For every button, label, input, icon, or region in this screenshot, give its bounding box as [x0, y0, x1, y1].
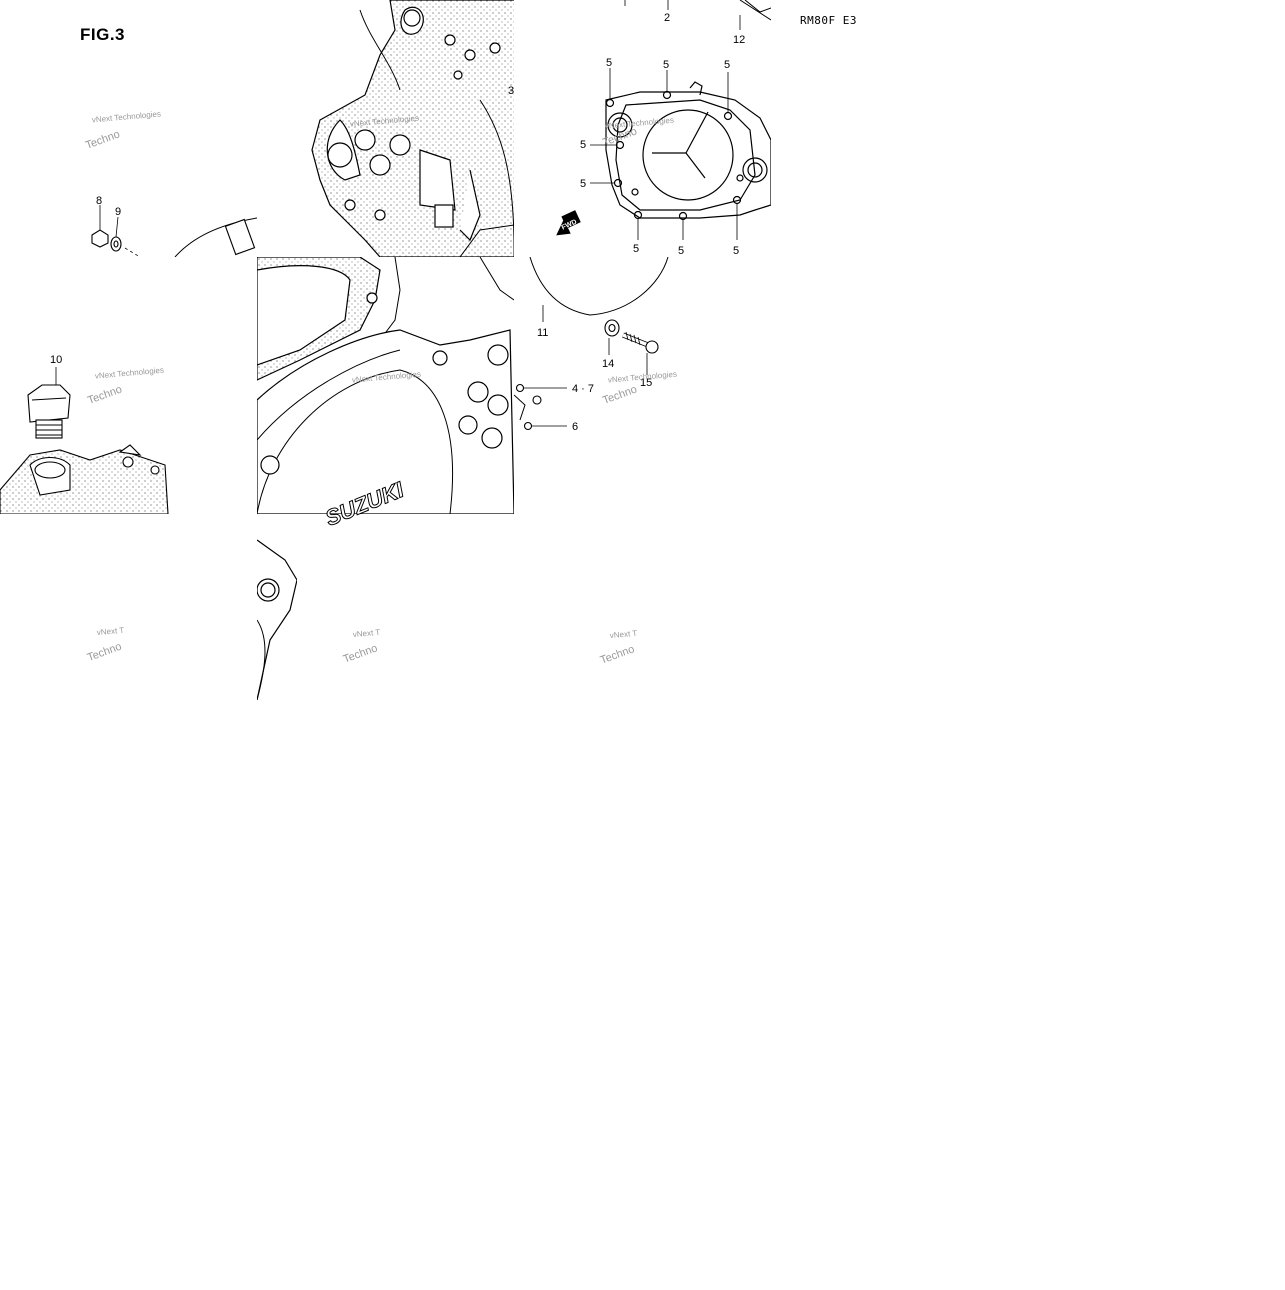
clutch-cover-partial [257, 539, 297, 701]
watermark-text: Techno [86, 383, 123, 406]
callout-10: 10 [50, 354, 62, 366]
model-code: RM80F E3 [800, 14, 857, 27]
watermark-text: vNext T [609, 629, 637, 640]
watermark-text: Techno [342, 642, 379, 665]
watermark-text: vNext T [96, 626, 124, 637]
callout-5: 5 [724, 59, 730, 71]
oil-filler-cap [0, 367, 169, 514]
callout-5: 5 [606, 57, 612, 69]
cover-gasket-and-fasteners [514, 257, 669, 431]
callout-5: 5 [633, 243, 639, 255]
generator-cover [556, 0, 771, 240]
callout-14: 14 [602, 358, 614, 370]
clutch-cover [257, 257, 514, 514]
callout-5: 5 [733, 245, 739, 257]
callout-5: 5 [678, 245, 684, 257]
callout-9: 9 [115, 206, 121, 218]
callout-2: 2 [664, 12, 670, 24]
watermark-text: Techno [599, 643, 636, 666]
watermark-text: Techno [86, 641, 123, 664]
callout-3: 3 [508, 85, 514, 97]
watermark-text: Techno [84, 128, 121, 151]
watermark-text: vNext T [352, 628, 380, 639]
callout-4-7: 4 · 7 [572, 383, 594, 395]
crankcase-gasket-upper [311, 0, 514, 257]
drain-bolt-assembly [91, 205, 257, 257]
callout-labels: 2 12 3 5 5 5 5 5 5 5 5 8 9 10 11 14 15 4… [50, 12, 745, 433]
callout-5: 5 [580, 139, 586, 151]
watermark-text: vNext Technologies [91, 109, 161, 124]
callout-5: 5 [663, 59, 669, 71]
callout-15: 15 [640, 377, 652, 389]
callout-6: 6 [572, 421, 578, 433]
callout-11: 11 [537, 327, 548, 339]
figure-title: FIG.3 [80, 25, 126, 44]
watermark-text: vNext Technologies [95, 366, 165, 381]
callout-5: 5 [580, 178, 586, 190]
watermark-text: Techno [601, 383, 638, 406]
callout-8: 8 [96, 195, 102, 207]
callout-12: 12 [733, 34, 745, 46]
